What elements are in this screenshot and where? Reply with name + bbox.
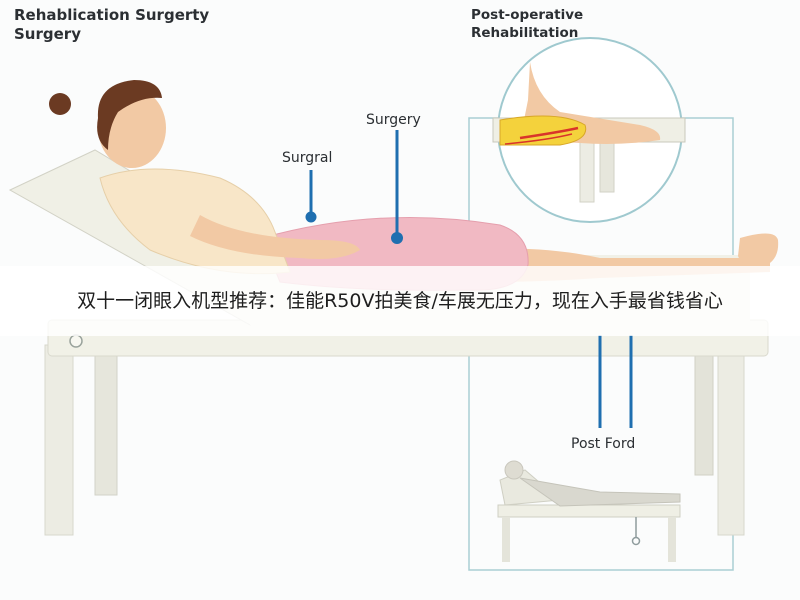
label-post-ford: Post Ford [571,436,636,452]
label-surgery: Surgery [366,112,421,128]
foot-closeup [492,37,686,223]
title-right-line1: Post-operative [471,7,584,23]
callout-dot-surgical [305,211,317,223]
label-surgical: Surgral [282,150,333,166]
title-left: Rehablication Surgerty Surgery [14,6,209,44]
rehab-mini-scene [497,460,681,562]
title-right-line2: Rehabilitation [471,25,579,41]
callout-dot-surgery [391,232,403,244]
title-left-line1: Rehablication Surgerty [14,6,210,24]
title-left-line2: Surgery [14,25,81,43]
caption-banner-text: 双十一闭眼入机型推荐：佳能R50V拍美食/车展无压力，现在入手最省钱省心 [77,290,723,312]
caption-banner [0,266,800,336]
title-right: Post-operative Rehabilitation [471,6,583,42]
patient-figure [49,80,779,291]
table-knob [69,334,83,348]
